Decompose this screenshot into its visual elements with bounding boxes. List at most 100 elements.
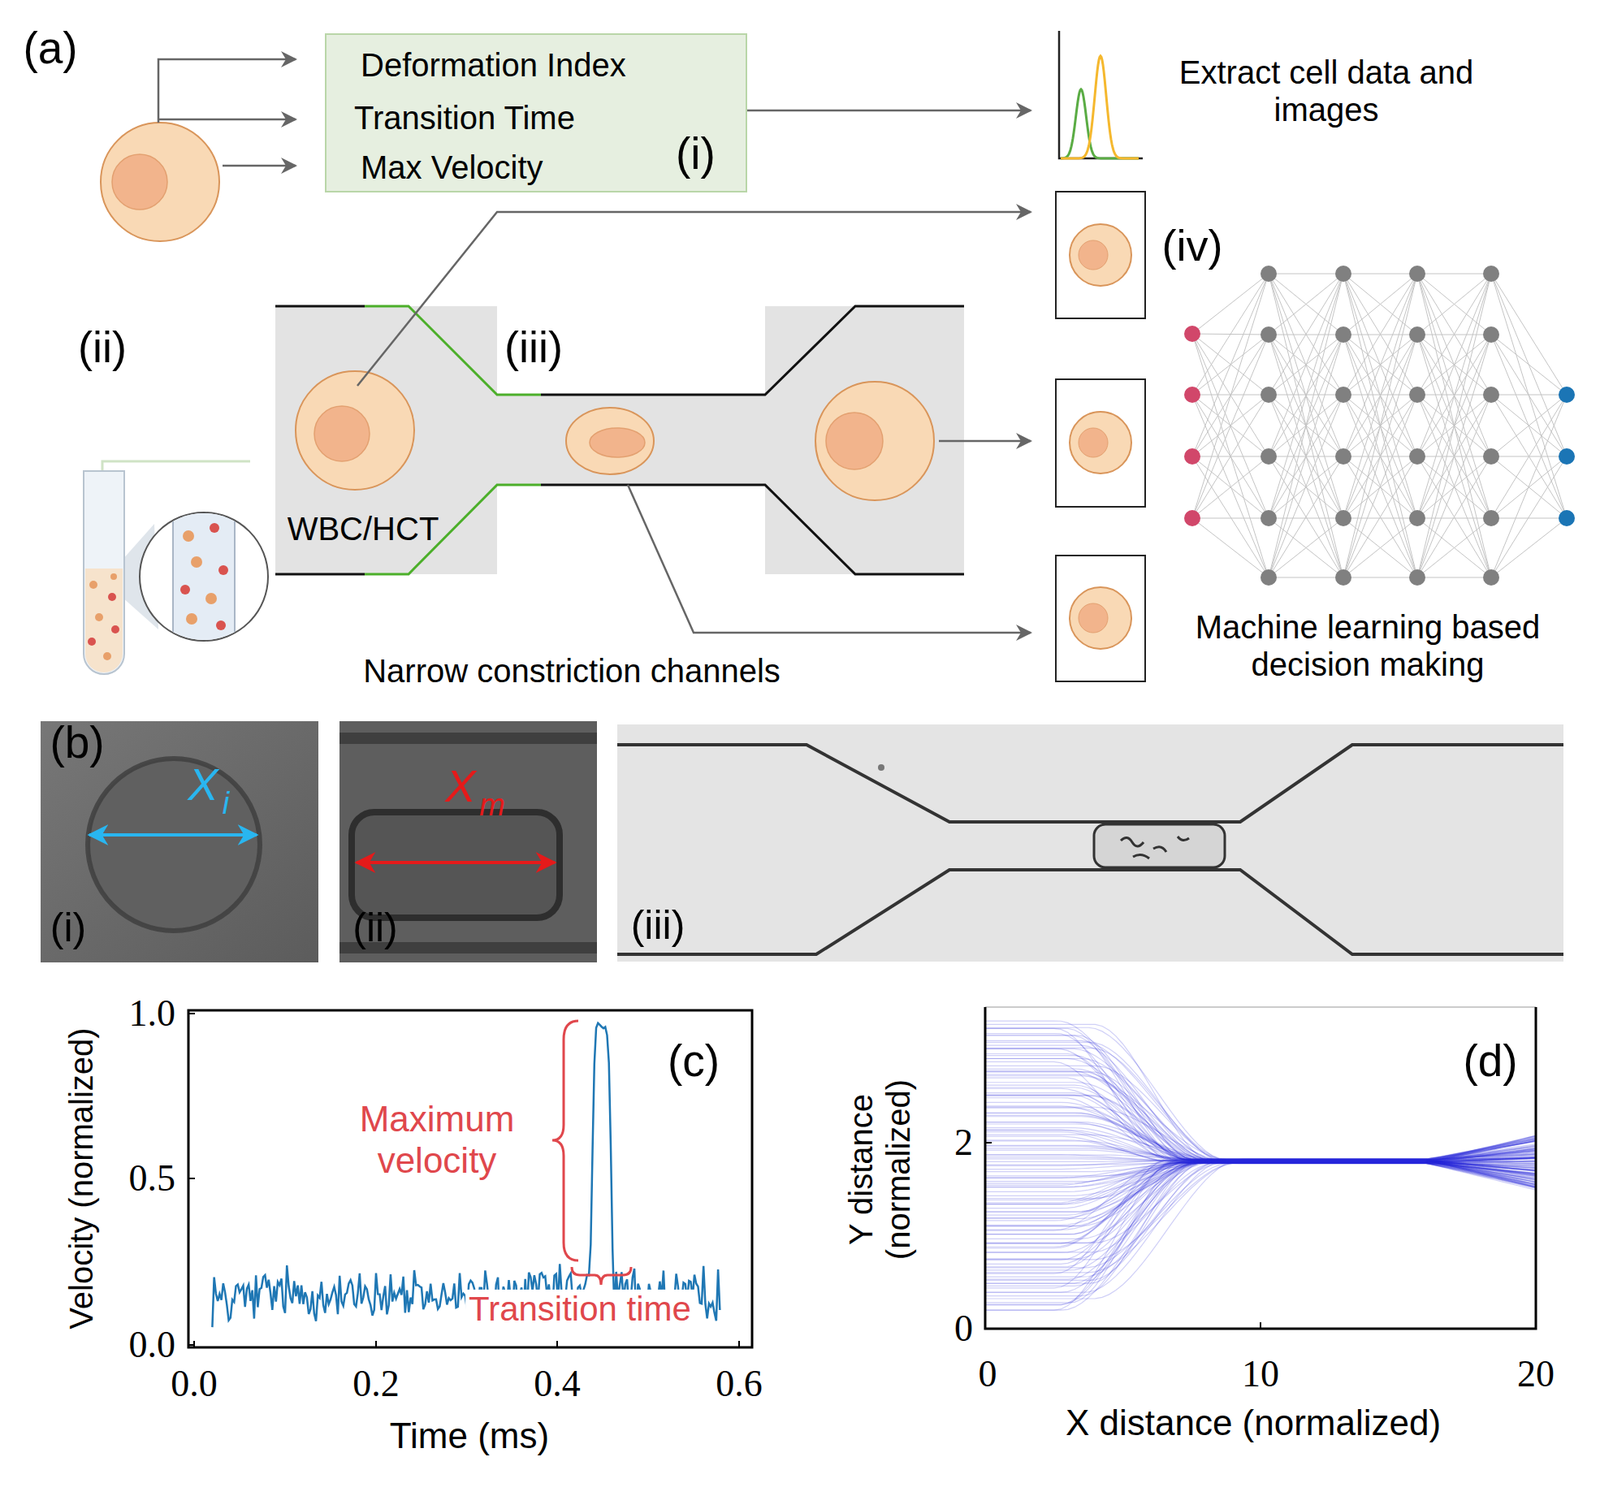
- annotation: Transition time: [465, 1289, 695, 1329]
- neural-network: [1343, 518, 1418, 578]
- neural-network: [1491, 394, 1567, 519]
- neural-network: [1343, 273, 1418, 457]
- neural-network: [1335, 326, 1352, 343]
- image-label: (i): [50, 904, 87, 952]
- trajectory-plot: [985, 1072, 1536, 1164]
- trajectory-plot: [985, 1028, 1536, 1170]
- cell-type-label: WBC/HCT: [287, 510, 440, 548]
- feature-arrow: [158, 59, 296, 123]
- neural-network: [1483, 510, 1500, 527]
- neural-network: [1417, 334, 1492, 578]
- micrograph: [339, 721, 597, 963]
- neural-network: [1417, 273, 1492, 457]
- neural-network: [1268, 456, 1344, 519]
- neural-network: [1184, 510, 1201, 527]
- neural-network: [1192, 273, 1269, 334]
- tick-label: 0.2: [352, 1362, 400, 1406]
- neural-network: [1417, 273, 1492, 519]
- neural-network: [1192, 334, 1269, 519]
- panel-label: (d): [1462, 1035, 1518, 1087]
- cell-illustration: [815, 381, 935, 501]
- trajectory-plot: [985, 1070, 1536, 1162]
- step-number: (iv): [1162, 220, 1224, 271]
- trajectory-plot: [985, 1040, 1536, 1161]
- trajectory-plot: [985, 1020, 1536, 1182]
- neural-network: [1335, 386, 1352, 403]
- cell-image-frame: [1078, 603, 1108, 633]
- neural-network: [1558, 510, 1575, 527]
- neural-network: [1491, 456, 1567, 519]
- neural-network: [1268, 273, 1344, 335]
- micrograph: [617, 869, 1564, 955]
- trajectory-plot: [985, 1094, 1536, 1161]
- neural-network: [1192, 518, 1269, 519]
- neural-network: [1260, 510, 1277, 527]
- cell-image-frame: [1055, 555, 1146, 682]
- sample-tube: [87, 637, 96, 646]
- trajectory-plot: [985, 1158, 1536, 1243]
- neural-network: [1409, 265, 1426, 282]
- sample-tube: [108, 592, 117, 602]
- neural-network: [1409, 510, 1426, 527]
- neural-network: [1268, 394, 1344, 578]
- dimension-symbol: X: [187, 758, 218, 811]
- sample-tube: [190, 556, 203, 568]
- neural-network: [1268, 334, 1344, 578]
- neural-network: [1192, 273, 1269, 519]
- metrics-box: Deformation IndexTransition TimeMax Velo…: [324, 33, 748, 193]
- feature-arrow: [158, 118, 296, 122]
- sample-tube: [172, 510, 235, 644]
- step-number: (ii): [77, 321, 127, 372]
- neural-network: [1558, 386, 1575, 403]
- step-caption: Machine learning based decision making: [1184, 608, 1551, 684]
- velocity-plot: [188, 1010, 753, 1348]
- neural-network: [1417, 334, 1492, 578]
- neural-network: [1343, 273, 1418, 519]
- neural-network: [1491, 273, 1567, 395]
- constriction-channel: [540, 306, 965, 395]
- micrograph: [339, 732, 597, 744]
- neural-network: [1192, 456, 1269, 519]
- micrograph: [87, 758, 260, 931]
- distribution-icon: [1059, 30, 1143, 159]
- trajectory-plot: [985, 1006, 1536, 1008]
- cell-illustration: [314, 406, 370, 462]
- trajectory-plot: [985, 1158, 1536, 1280]
- trajectory-plot: [985, 1055, 1536, 1162]
- sample-tube: [182, 530, 195, 542]
- micrograph: [617, 724, 1564, 962]
- neural-network: [1343, 394, 1418, 578]
- leader-arrow: [627, 484, 1031, 633]
- neural-network: [1409, 386, 1426, 403]
- trajectory-plot: [985, 1068, 1536, 1188]
- neural-network: [1260, 448, 1277, 465]
- cell-illustration: [589, 428, 645, 458]
- micrograph: [617, 744, 1564, 822]
- trajectory-plot: [985, 1154, 1536, 1297]
- neural-network: [1335, 510, 1352, 527]
- neural-network: [1184, 265, 1575, 586]
- neural-network: [1192, 394, 1269, 519]
- trajectory-plot: [985, 1035, 1536, 1160]
- sample-tube: [180, 584, 191, 595]
- neural-network: [1417, 273, 1492, 335]
- constriction-channel: [275, 573, 365, 576]
- step-number: (iii): [504, 321, 563, 372]
- distribution-icon: [1059, 30, 1143, 159]
- distribution-icon: [1060, 89, 1139, 159]
- neural-network: [1260, 265, 1277, 282]
- neural-network: [1343, 334, 1418, 578]
- constriction-channel: [275, 306, 965, 575]
- sample-tube: [185, 613, 198, 625]
- trajectory-plot: [985, 1139, 1536, 1231]
- neural-network: [1260, 326, 1277, 343]
- tick-label: 0.4: [533, 1362, 581, 1406]
- neural-network: [1343, 456, 1418, 519]
- neural-network: [1343, 273, 1418, 519]
- tick-label: 20: [1517, 1353, 1555, 1397]
- trajectory-plot: [985, 1142, 1536, 1329]
- micrograph: [617, 744, 1564, 955]
- trajectory-plot: [985, 1028, 1536, 1177]
- neural-network: [1343, 518, 1418, 578]
